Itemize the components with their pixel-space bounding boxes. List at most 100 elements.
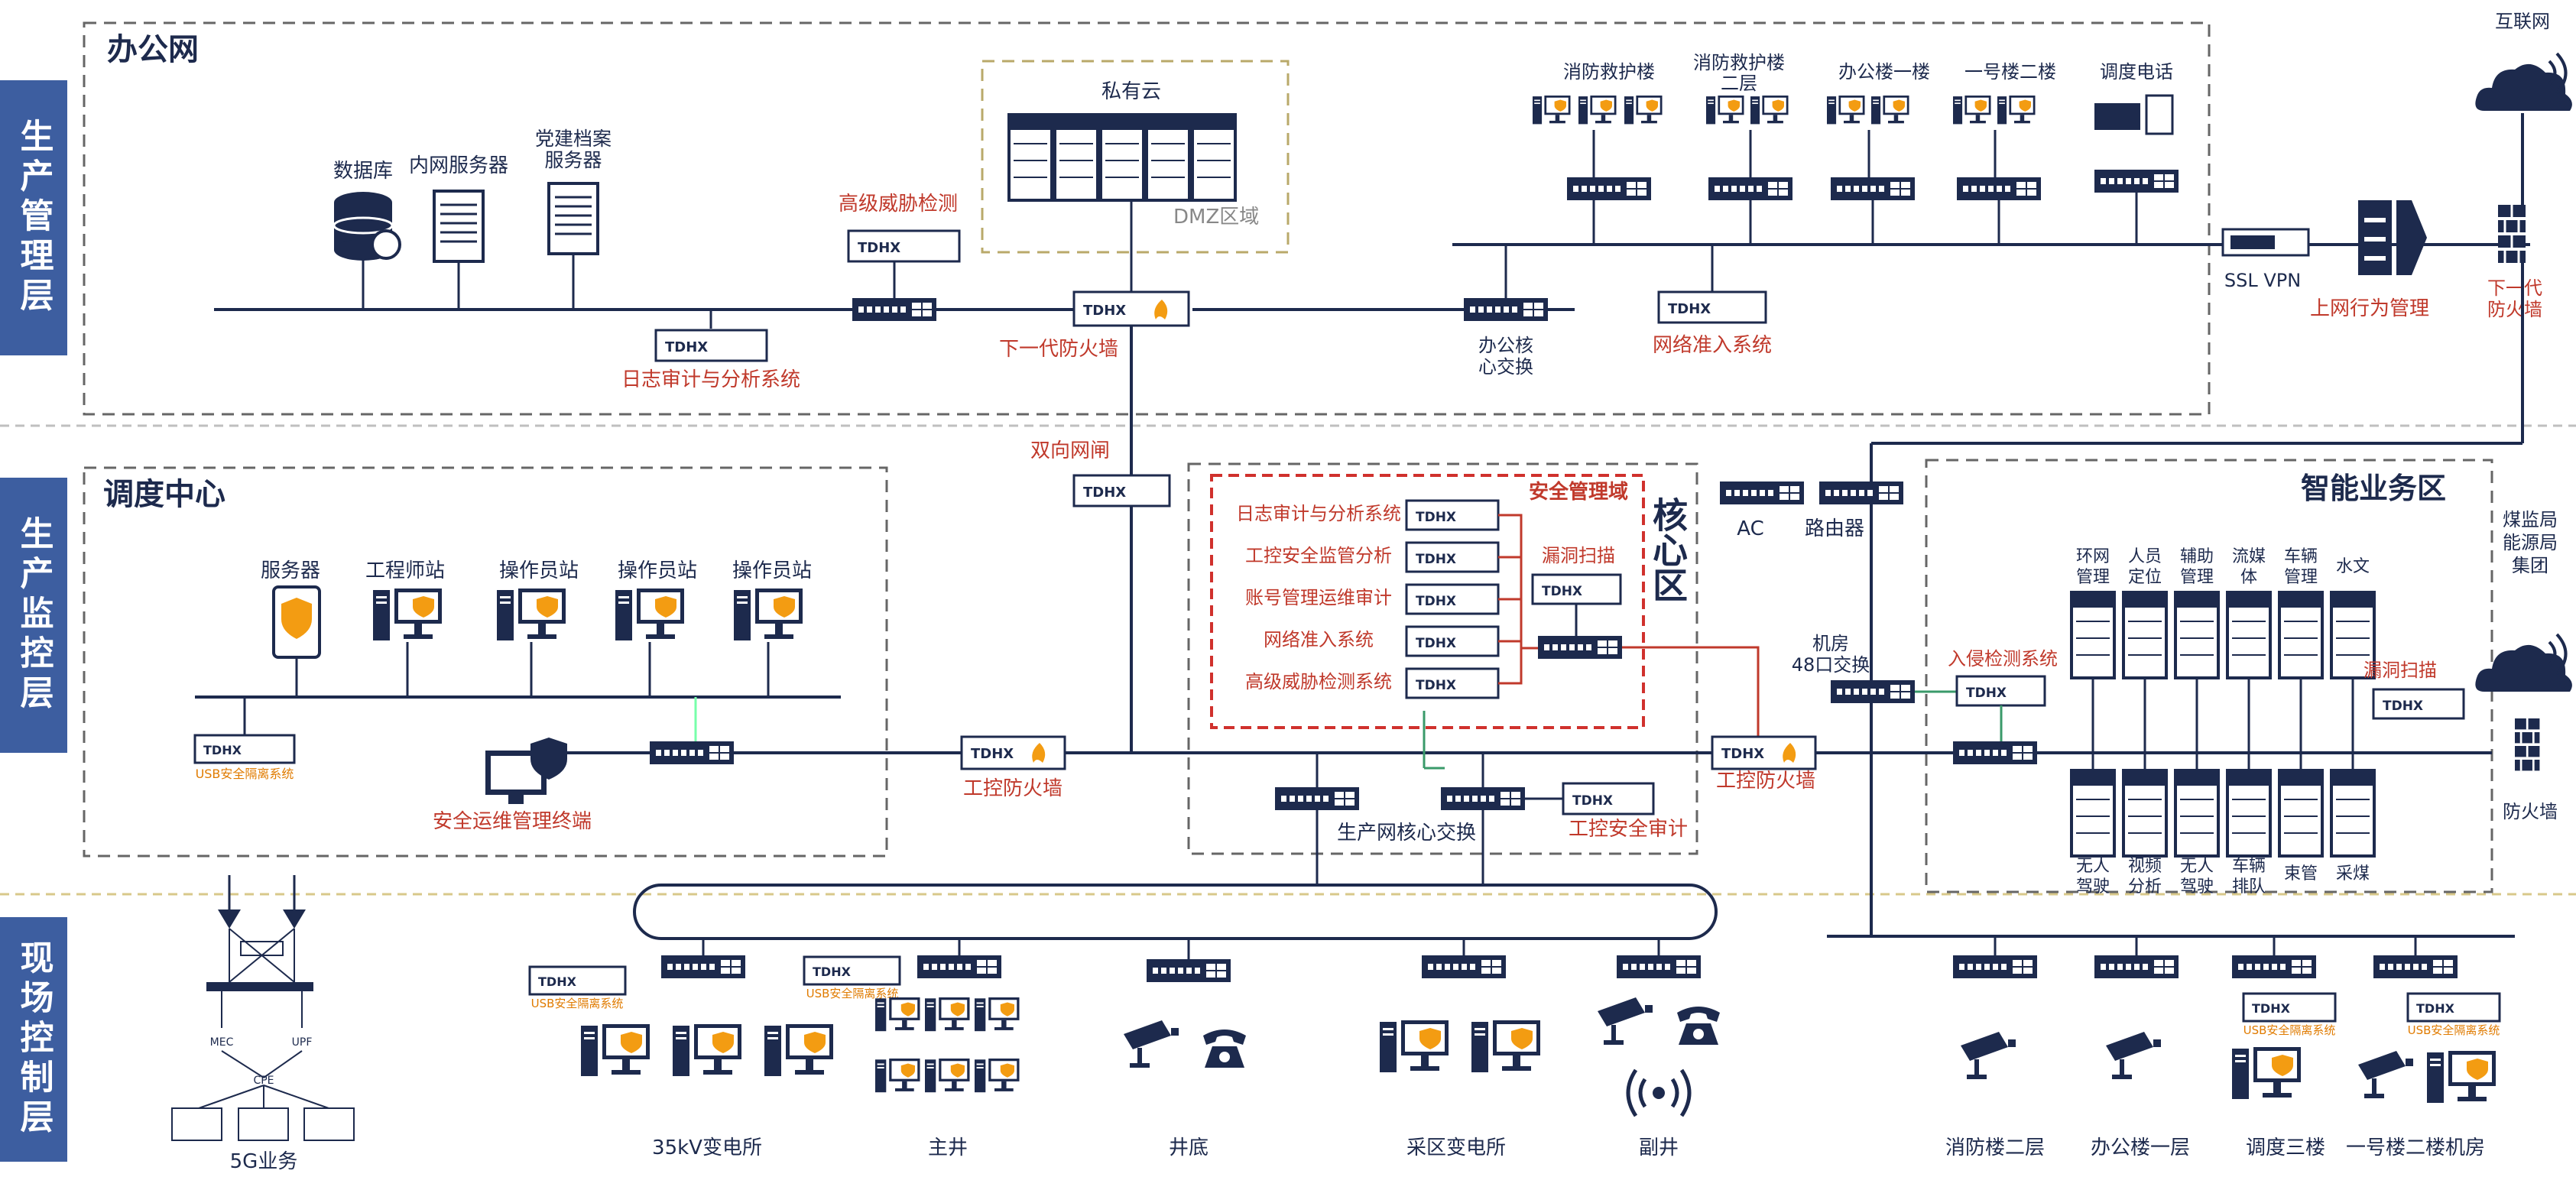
gateway-appliance [1072,474,1171,507]
intranet-server-label: 内网服务器 [409,154,508,177]
ics-firewall-appliance [1711,735,1817,770]
core-appliance [1405,625,1500,657]
svg-text:TDHX: TDHX [1416,678,1456,693]
svg-text:TDHX: TDHX [813,965,852,979]
building-group-3 [1827,96,1915,245]
field-switch [2373,955,2458,978]
camera-icon [2106,1032,2161,1079]
smart-server-column [2070,591,2376,858]
layer-bar-field [0,917,67,1162]
cloud-icon [2475,644,2572,692]
building-label: 调度电话 [2100,61,2173,83]
usb-isolation-appliance [193,734,296,764]
behavior-mgmt-device [2358,200,2427,275]
pc-icon [2232,1047,2301,1099]
switch-icon [650,741,734,764]
camera-icon [1598,997,1653,1045]
svg-text:TDHX: TDHX [2383,699,2423,714]
5g-node-label: CPE [253,1075,274,1087]
layer-label-management: 生产管理层 [15,118,54,317]
5g-node-label: UPF [292,1036,313,1049]
svg-text:TDHX: TDHX [1083,303,1126,319]
usb-isolation-label: USB安全隔离系统 [2408,1023,2500,1037]
gateway-label: 双向网闸 [1030,439,1110,462]
ics-audit-label: 工控安全审计 [1569,818,1688,841]
pc-icon [615,588,684,640]
operator-station-label: 操作员站 [499,559,579,582]
nac-appliance [1657,290,1767,324]
pc-icon [497,588,566,640]
ics-audit-appliance [1562,782,1655,815]
zone-dmz [981,60,1290,254]
nac-label: 网络准入系统 [1653,334,1772,357]
threat-detect-label: 高级威胁检测 [839,193,958,216]
layer-bar-management [0,80,67,355]
pc-icon [581,1024,650,1076]
ngfw-label: 下一代防火墙 [999,338,1118,361]
smart-system-label: 水文 [2336,557,2370,576]
building-label: 一号楼二楼 [1964,61,2056,83]
core-item-label: 日志审计与分析系统 [1236,503,1401,524]
layer-label-field: 现场控制层 [15,940,54,1139]
smart-system-label: 环网管理 [2076,547,2110,587]
zone-dispatch-title: 调度中心 [103,477,225,512]
camera-icon [1961,1032,2016,1079]
site-label: 副井 [1639,1136,1679,1159]
svg-text:TDHX: TDHX [971,746,1014,762]
5g-label: 5G业务 [230,1150,298,1173]
site-label: 办公楼一层 [2091,1136,2190,1159]
pc-cluster [875,997,1020,1093]
field-switch [917,955,1001,978]
ssl-vpn-label: SSL VPN [2224,270,2301,291]
ics-firewall-label: 工控防火墙 [1716,770,1815,793]
site-label: 井底 [1169,1136,1209,1159]
prod-core-switch [1441,787,1525,810]
zone-smart-title: 智能业务区 [2301,472,2446,505]
zone-office [83,21,2211,416]
layer-bar-monitoring [0,478,67,753]
security-switch [1538,636,1622,659]
ops-terminal-icon [485,738,567,804]
rack-icon [1191,113,1237,202]
database-icon [333,192,401,261]
behavior-mgmt-label: 上网行为管理 [2310,297,2429,320]
prod-core-switch-label: 生产网核心交换 [1337,822,1476,845]
rack-icon [1099,113,1145,202]
smart-system-label: 人员定位 [2128,547,2162,587]
vuln-scan-label: 漏洞扫描 [1542,545,1615,566]
field-switch [2094,955,2179,978]
core-appliance [1405,583,1500,615]
core-item-label: 网络准入系统 [1264,629,1374,650]
ids-appliance [1955,675,2046,707]
svg-text:TDHX: TDHX [1572,793,1613,809]
log-audit-appliance [654,329,768,362]
internet-label: 互联网 [2495,11,2550,32]
5g-node-label: MEC [210,1036,234,1049]
smart-system-label: 视频分析 [2128,857,2162,897]
ac-label: AC [1737,517,1763,540]
usb-isolation-label: USB安全隔离系统 [531,997,624,1010]
building-group-2 [1706,96,1792,245]
office-core-switch [1464,298,1548,321]
svg-text:TDHX: TDHX [1083,485,1126,501]
zone-office-title: 办公网 [107,32,199,67]
firewall-icon [2513,717,2541,772]
operator-station-label: 操作员站 [732,559,812,582]
camera-icon [2358,1051,2413,1098]
threat-detect-appliance [847,229,961,263]
core-item-label: 工控安全监管分析 [1245,545,1392,566]
log-audit-label: 日志审计与分析系统 [621,368,800,391]
usb-isolation-appliance [2242,992,2337,1023]
prod-core-switch [1275,787,1359,810]
vuln-scan-right-label: 漏洞扫描 [2363,660,2437,681]
camera-icon [1124,1020,1179,1068]
party-server-label: 党建档案服务器 [535,128,612,171]
site-label: 一号楼二楼机房 [2346,1136,2485,1159]
usb-isolation-appliance [2406,992,2501,1023]
svg-text:TDHX: TDHX [2252,1001,2291,1016]
ics-firewall-appliance [960,735,1066,770]
building-group-1 [1533,96,1663,245]
rack-icon [1145,113,1191,202]
ext-cloud-label: 煤监局能源局集团 [2503,509,2558,576]
